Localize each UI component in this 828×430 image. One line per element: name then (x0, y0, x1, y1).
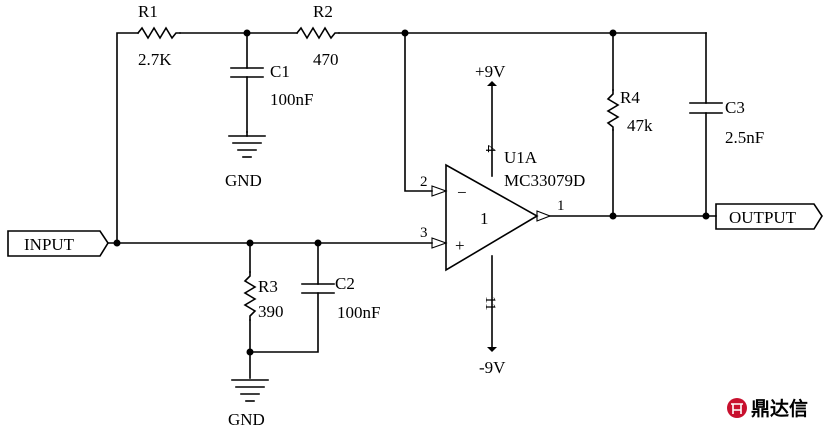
input-port-symbol (7, 230, 109, 257)
junction-dot (113, 239, 121, 247)
r1-resistor-symbol (136, 26, 181, 40)
r4-resistor-symbol (606, 89, 620, 131)
input-port-label: INPUT (24, 235, 75, 254)
pin-11-label: 11 (482, 296, 498, 310)
output-port-label: OUTPUT (729, 208, 797, 227)
c3-value: 2.5nF (725, 128, 764, 147)
c2-capacitor-symbol (301, 283, 335, 294)
opamp-ref-label: U1A (504, 148, 538, 167)
c3-capacitor-symbol (689, 102, 723, 114)
r3-resistor-symbol (243, 271, 257, 321)
r1-value: 2.7K (138, 50, 172, 69)
c1-label: C1 (270, 62, 290, 81)
ground-symbol-1 (228, 131, 266, 158)
vpos-arrow (487, 81, 497, 86)
junction-dot (401, 29, 409, 37)
c1-value: 100nF (270, 90, 313, 109)
r2-value: 470 (313, 50, 339, 69)
junction-dot (246, 348, 254, 356)
junctions (113, 29, 710, 356)
opamp-symbol (431, 163, 552, 272)
output-port-symbol (715, 203, 823, 230)
watermark-text: 鼎达信 (751, 397, 808, 420)
opamp-plus-sign: + (455, 236, 465, 255)
c1-capacitor-symbol (230, 67, 264, 78)
logo-badge-icon (727, 398, 747, 418)
c2-label: C2 (335, 274, 355, 293)
vneg-label: -9V (479, 358, 506, 377)
junction-dot (246, 239, 254, 247)
junction-dot (314, 239, 322, 247)
c3-label: C3 (725, 98, 745, 117)
junction-dot (609, 29, 617, 37)
pin-3-label: 3 (420, 225, 428, 241)
junction-dot (609, 212, 617, 220)
gnd2-label: GND (228, 410, 265, 429)
vneg-arrow (487, 347, 497, 352)
junction-dot (243, 29, 251, 37)
opamp-unit-number: 1 (480, 209, 489, 228)
r3-value: 390 (258, 302, 284, 321)
ground-symbol-2 (231, 379, 269, 402)
c2-value: 100nF (337, 303, 380, 322)
vpos-label: +9V (475, 62, 506, 81)
gnd1-label: GND (225, 171, 262, 190)
watermark-logo: 鼎达信 (727, 397, 808, 420)
r4-value: 47k (627, 116, 653, 135)
r2-label: R2 (313, 2, 333, 21)
r1-label: R1 (138, 2, 158, 21)
junction-dot (702, 212, 710, 220)
r2-resistor-symbol (295, 26, 340, 40)
r3-label: R3 (258, 277, 278, 296)
opamp-part-label: MC33079D (504, 171, 585, 190)
wires (107, 32, 717, 379)
pin-1-label: 1 (557, 198, 565, 214)
pin-4-label: 4 (482, 145, 498, 153)
opamp-minus-sign: − (457, 183, 467, 202)
r4-label: R4 (620, 88, 640, 107)
pin-2-label: 2 (420, 174, 428, 190)
